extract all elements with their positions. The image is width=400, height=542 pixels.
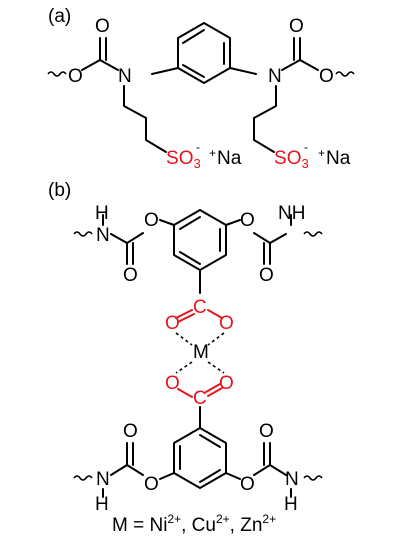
benzene-ring-b-upper: [173, 209, 227, 271]
atom-na-right: Na: [326, 148, 351, 169]
wavy-bond-b-lower-left: [73, 475, 93, 481]
atom-o-lower-left-ester: O: [144, 474, 159, 495]
atom-n-upper-left: N: [96, 225, 110, 246]
atom-o-right-carbonyl: O: [289, 16, 304, 37]
wavy-bond-b-lower-right: [303, 475, 323, 481]
atom-o-upper-left-ester: O: [144, 210, 159, 231]
metal-carboxylate-core: C O O M O O C: [165, 297, 234, 409]
sulfonate-right: SO3 - + Na: [274, 140, 351, 171]
atom-so3-right: SO3: [274, 148, 309, 171]
caption-prefix: M = Ni: [112, 515, 167, 536]
atom-nh-upper-left: H: [95, 203, 109, 224]
caption-cu: , Cu: [181, 515, 216, 536]
atom-n-lower-right: N: [285, 469, 299, 490]
panel-b-label: (b): [48, 180, 71, 201]
atom-o-right-ester: O: [319, 66, 334, 87]
benzene-ring-a: [177, 22, 231, 84]
caption-zn: , Zn: [230, 515, 263, 536]
minus-charge-right: -: [304, 140, 308, 154]
atom-o-upper-carboxylate-right: O: [219, 313, 234, 334]
atom-o-upper-carboxylate-left: O: [165, 313, 180, 334]
atom-nh-upper-right: NH: [278, 203, 305, 224]
structure-b-lower-ligand: O O N H O O N H: [73, 406, 323, 515]
atom-metal-m: M: [193, 342, 209, 363]
sulfonate-left: SO3 - + Na: [166, 140, 242, 171]
atom-n-right: N: [268, 66, 282, 87]
atom-nh-lower-right: H: [284, 494, 298, 515]
structure-b-upper-ligand: H N O O NH O O: [73, 203, 323, 294]
atom-c-upper-carboxylate: C: [193, 297, 207, 318]
panel-a-label: (a): [48, 6, 71, 27]
metal-ions-caption: M = Ni2+, Cu2+, Zn2+: [112, 512, 276, 536]
atom-o-lower-left-carbonyl: O: [123, 421, 138, 442]
atom-o-upper-right-ester: O: [240, 210, 255, 231]
wavy-bond-a-left: [47, 71, 67, 77]
benzene-ring-b-lower: [173, 427, 227, 489]
caption-cu-charge: 2+: [216, 512, 230, 526]
atom-c-lower-carboxylate: C: [193, 388, 207, 409]
caption-zn-charge: 2+: [262, 512, 276, 526]
structure-a: N N O O O O SO3 - + Na: [47, 16, 355, 171]
minus-charge-left: -: [196, 140, 200, 154]
atom-o-left-ester: O: [68, 66, 83, 87]
atom-o-lower-carboxylate-right: O: [219, 373, 234, 394]
atom-o-lower-right-carbonyl: O: [259, 421, 274, 442]
wavy-bond-b-upper-left: [73, 231, 93, 237]
atom-o-left-carbonyl: O: [95, 16, 110, 37]
atom-o-upper-right-carbonyl: O: [259, 265, 274, 286]
atom-n-left: N: [118, 66, 132, 87]
wavy-bond-a-right: [335, 71, 355, 77]
atom-so3-left: SO3: [166, 148, 201, 171]
plus-charge-left: +: [209, 146, 216, 160]
atom-o-lower-right-ester: O: [240, 474, 255, 495]
atom-o-upper-left-carbonyl: O: [123, 265, 138, 286]
plus-charge-right: +: [318, 146, 325, 160]
atom-o-lower-carboxylate-left: O: [165, 373, 180, 394]
atom-nh-lower-left: H: [95, 494, 109, 515]
wavy-bond-b-upper-right: [303, 231, 323, 237]
caption-ni-charge: 2+: [167, 512, 181, 526]
atom-n-lower-left: N: [96, 469, 110, 490]
atom-na-left: Na: [217, 148, 242, 169]
